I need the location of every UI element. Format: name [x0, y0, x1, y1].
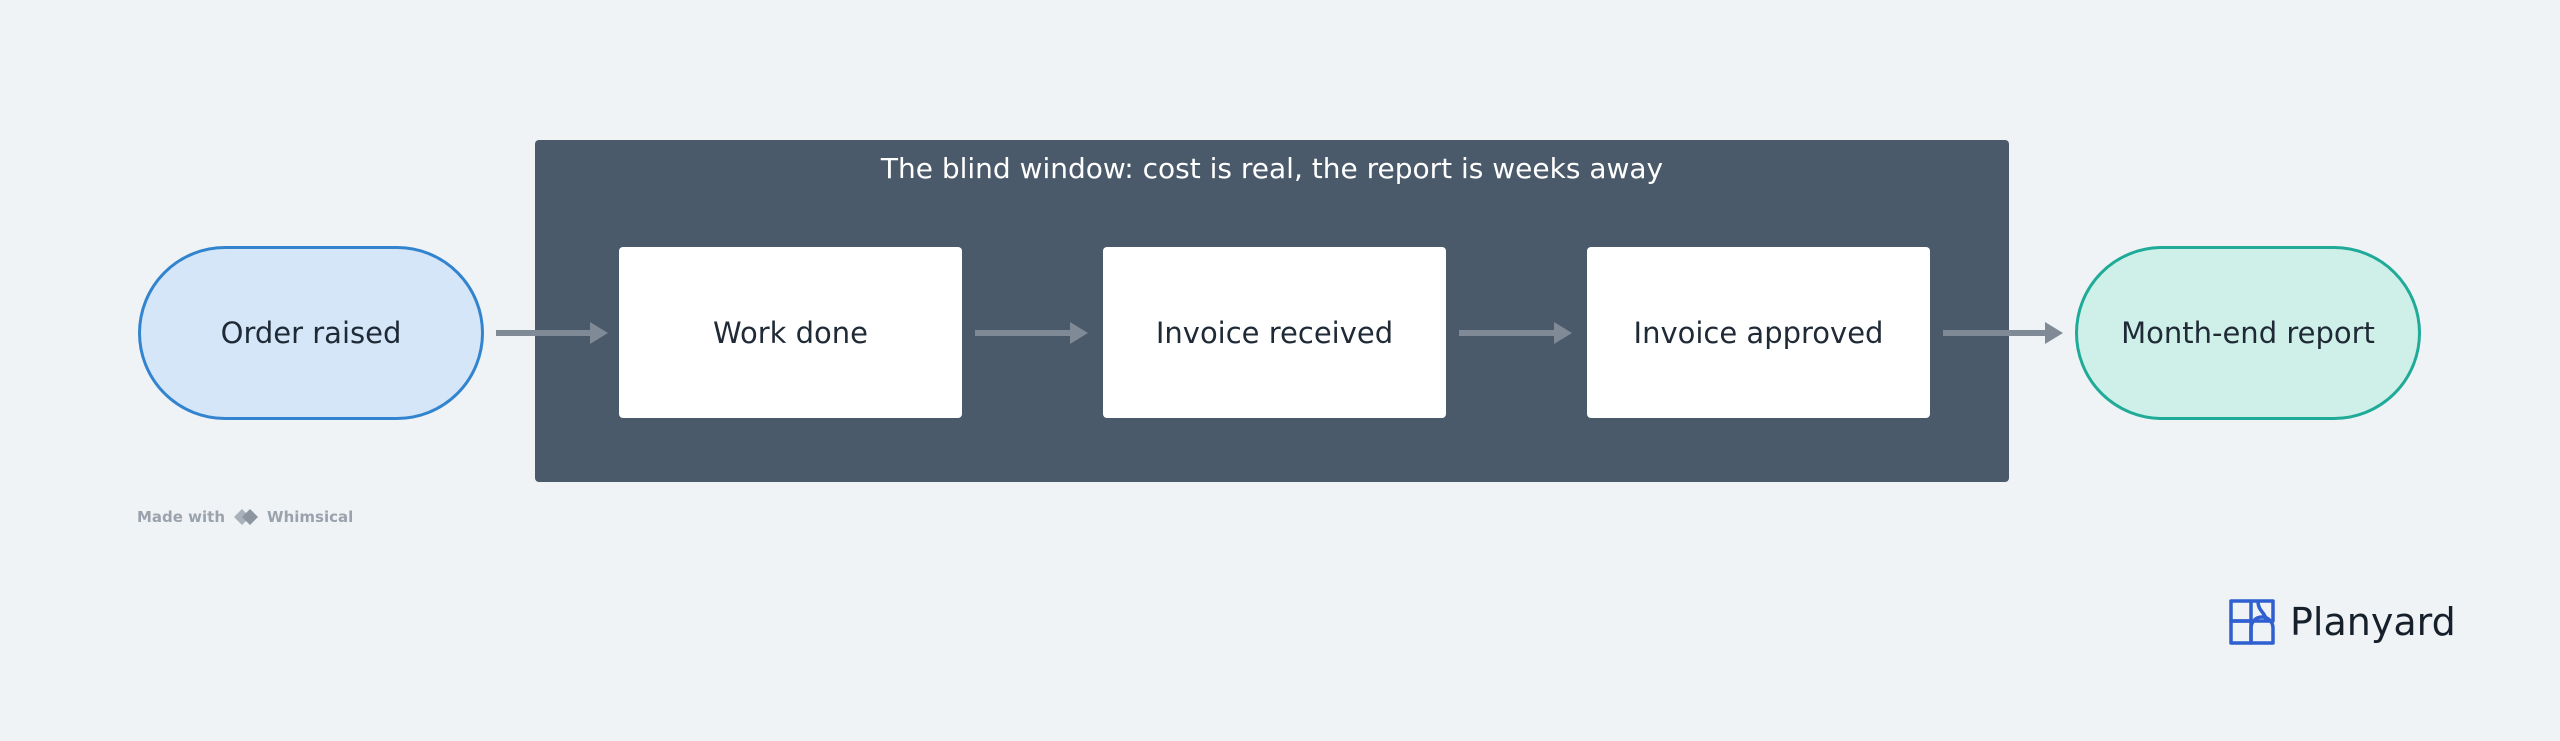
- node-work-done: Work done: [619, 247, 962, 418]
- arrow-order-to-work: [496, 322, 608, 344]
- made-with-label: Made with: [137, 508, 226, 526]
- made-with-badge[interactable]: Made with Whimsical: [137, 506, 353, 528]
- arrow-received-to-approved: [1459, 322, 1572, 344]
- group-title: The blind window: cost is real, the repo…: [880, 152, 1664, 185]
- whimsical-logo-icon: [234, 509, 259, 525]
- node-month-end-report: Month-end report: [2075, 246, 2421, 420]
- node-order-raised: Order raised: [138, 246, 484, 420]
- node-invoice-approved: Invoice approved: [1587, 247, 1930, 418]
- arrow-work-to-received: [975, 322, 1088, 344]
- arrow-approved-to-report: [1943, 322, 2063, 344]
- planyard-brand: Planyard: [2228, 596, 2456, 648]
- node-invoice-received: Invoice received: [1103, 247, 1446, 418]
- whimsical-name: Whimsical: [267, 508, 354, 526]
- brand-name: Planyard: [2290, 600, 2456, 644]
- planyard-logo-icon: [2229, 599, 2275, 645]
